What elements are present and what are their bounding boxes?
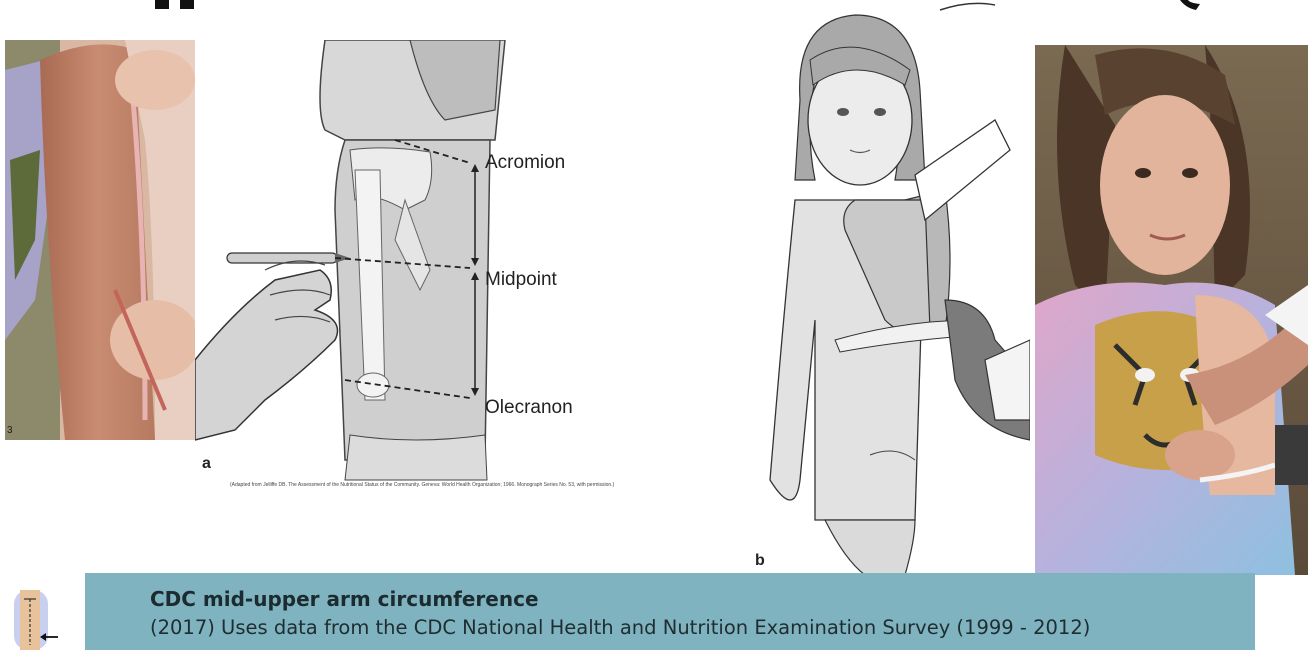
anatomy-diagram-a: Acromion Midpoint Olecranon a (Adapted f… (195, 40, 585, 500)
panel-letter-a: a (202, 455, 211, 473)
midpoint-label: Midpoint (485, 269, 557, 291)
banner-subtitle: (2017) Uses data from the CDC National H… (150, 616, 1090, 639)
panel-letter-b: b (755, 552, 765, 570)
arm-thumbnail-icon (0, 585, 60, 650)
acromion-label: Acromion (485, 152, 565, 174)
corner-mark: 3 (7, 425, 13, 436)
olecranon-label: Olecranon (485, 397, 573, 419)
arm-measurement-photo-left: 3 (5, 40, 195, 440)
child-drawing (755, 0, 1030, 575)
arm-measurement-photo-right (1035, 45, 1308, 575)
reference-banner: CDC mid-upper arm circumference (2017) U… (85, 573, 1255, 650)
diagram-caption: (Adapted from Jelliffe DB. The Assessmen… (230, 482, 614, 488)
banner-title: CDC mid-upper arm circumference (150, 587, 539, 611)
cropped-heading (0, 0, 1308, 14)
child-diagram-b: b (755, 0, 1030, 575)
